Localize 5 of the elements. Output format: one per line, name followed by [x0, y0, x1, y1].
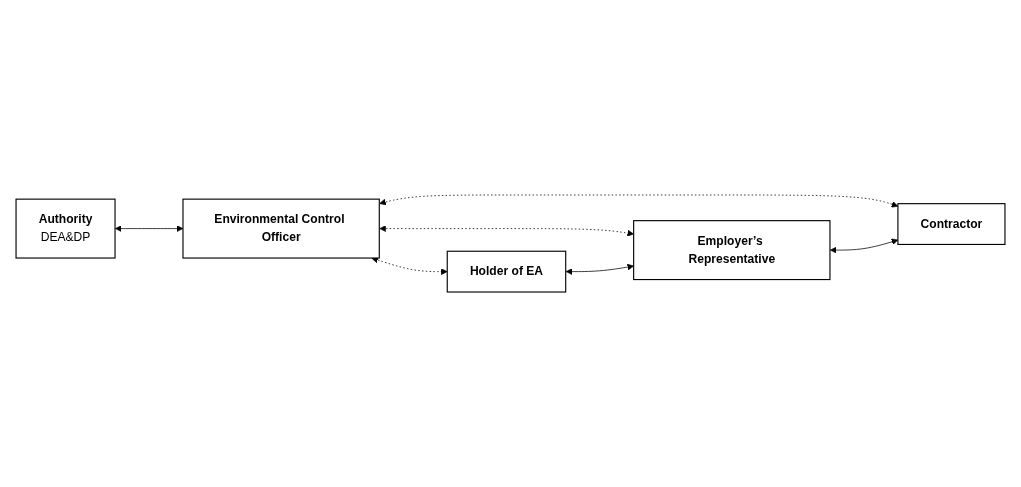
- node-box: Employer’s Representative: [633, 220, 831, 281]
- node-box: Authority DEA&DP: [15, 198, 116, 259]
- node-box: Holder of EA: [446, 250, 567, 293]
- node-box: Environmental Control Officer: [182, 198, 380, 259]
- node-box: Contractor: [897, 203, 1006, 245]
